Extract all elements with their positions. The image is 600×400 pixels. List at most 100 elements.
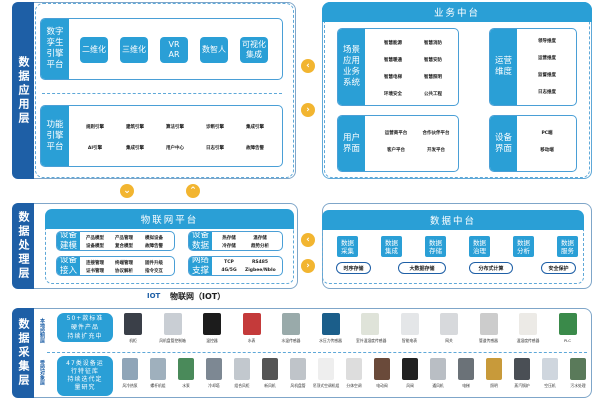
twin-tile[interactable]: 三维化 [120,37,148,63]
data-next-arrow-button[interactable]: › [301,259,315,273]
data-mid-pill[interactable]: 时序存储 [336,262,371,274]
device-item: 新风机 [256,358,284,389]
biz-title: 业务中台 [322,2,592,22]
device-label: 水压力传感器 [319,338,342,343]
scene-item: 环境安全 [384,92,402,97]
device-image [458,358,474,380]
ops-item: 监督维度 [538,73,556,78]
device-label: 水表 [247,338,256,343]
up-arrow-button[interactable]: ⌃ [186,184,200,198]
device-image [440,313,458,335]
device-label: 网关 [445,338,453,343]
device-label: 蒸汽锅炉 [514,383,530,388]
twin-tile[interactable]: VR AR [160,37,188,63]
network-label: 网络支撑 [189,257,212,275]
device-label: 组合风柜 [234,383,250,388]
device-item: 吊顶式空调机组 [312,358,340,389]
net-item: TCP [224,260,234,265]
divider [42,93,282,94]
model-item: 复合模型 [115,244,133,249]
device-image [430,358,446,380]
access-box: 设备接入 [56,256,175,276]
ops-label: 运营维度 [490,29,517,105]
scene-box: 场景应用业务系统 [337,28,459,106]
model-item: 产品管理 [115,236,133,241]
collect-layer-label: 数据采集层 [12,308,34,398]
device-ui-item: 移动端 [540,148,554,153]
device-image [321,313,340,335]
device-image [234,358,250,380]
down-arrow-button[interactable]: ⌄ [120,184,134,198]
device-label: 吊顶式空调机组 [312,383,340,388]
device-item: 分体空调 [340,358,368,389]
device-item: 风冷热泵 [116,358,144,389]
device-label: 冷却塔 [208,383,220,388]
data-mid-pill[interactable]: 安全保护 [541,262,576,274]
data-mid-tile[interactable]: 数据 服务 [557,236,578,257]
row1-label: 本地控制层 [39,318,45,343]
device-label: 机柜 [129,338,137,343]
device-image [203,313,221,335]
network-box: 网络支撑 [188,256,283,276]
device-image [374,358,390,380]
device-item: 照明 [480,358,508,389]
app-layer-dash [35,3,294,178]
twin-tile[interactable]: 数智人 [200,37,228,63]
device-item: PLC [554,313,582,343]
device-image [163,313,182,335]
twin-tile[interactable]: 可视化 集成 [240,37,268,63]
device-image [124,313,142,335]
device-image [479,313,498,335]
model-item: 模拟设备 [145,236,163,241]
data-mid-tile[interactable]: 数据 存储 [425,236,446,257]
row1-caption: 50+款标准 硬件产品 持续扩充中 [57,313,113,342]
device-image [290,358,306,380]
device-image [542,358,558,380]
device-item: 室外温湿度传感器 [356,313,387,344]
user-item: 开发平台 [427,148,445,153]
twin-tile[interactable]: 二维化 [80,37,108,63]
data-mid-pill[interactable]: 分布式计算 [469,262,513,274]
device-image [486,358,502,380]
scene-item: 公共工程 [424,92,442,97]
row2-label: 受控对象层 [39,360,45,385]
func-engine-item: 诊断引擎 [206,125,224,130]
data-prev-arrow-button[interactable]: ‹ [301,233,315,247]
device-label: 室外温湿度传感器 [356,338,387,343]
data-item: 冷存储 [222,244,236,249]
data-mid-tile[interactable]: 数据 采集 [337,236,358,257]
device-item: 管道传感器 [475,313,503,344]
twin-engine-label: 数字孪生引擎平台 [41,19,69,79]
access-label: 设备接入 [57,257,80,275]
prev-arrow-button[interactable]: ‹ [301,59,315,73]
scene-item: 智慧安防 [424,58,442,63]
scene-item: 智慧电梯 [384,75,402,80]
func-engine-box: 功能引擎平台 [40,105,283,167]
func-engine-item: 建筑引擎 [126,125,144,130]
device-item: 水表 [238,313,266,344]
data-mid-tile[interactable]: 数据 治理 [469,236,490,257]
device-image [558,313,577,335]
device-label: 风冷热泵 [122,383,138,388]
device-label: PLC [563,338,572,343]
data-mid-pill[interactable]: 大数据存储 [398,262,446,274]
device-label: 螺杆机组 [150,383,166,388]
device-item: 水温传感器 [277,313,305,344]
device-item: 污水处理 [564,358,592,389]
device-image [519,313,537,335]
device-image [400,313,419,335]
collect-divider [47,352,587,353]
model-item: 设备模型 [86,244,104,249]
data-mid-tile[interactable]: 数据 集成 [381,236,402,257]
next-arrow-button[interactable]: › [301,103,315,117]
device-item: 风机盘管控制箱 [159,313,187,344]
data-mid-tile[interactable]: 数据 分析 [513,236,534,257]
device-item: 温控器 [198,313,226,344]
user-label: 用户界面 [338,116,365,171]
device-item: 螺杆机组 [144,358,172,389]
device-label: 新风机 [264,383,276,388]
func-engine-item: 故障告警 [246,146,264,151]
model-item: 故障告警 [145,244,163,249]
device-image [122,358,138,380]
device-label: 分体空调 [346,383,362,388]
